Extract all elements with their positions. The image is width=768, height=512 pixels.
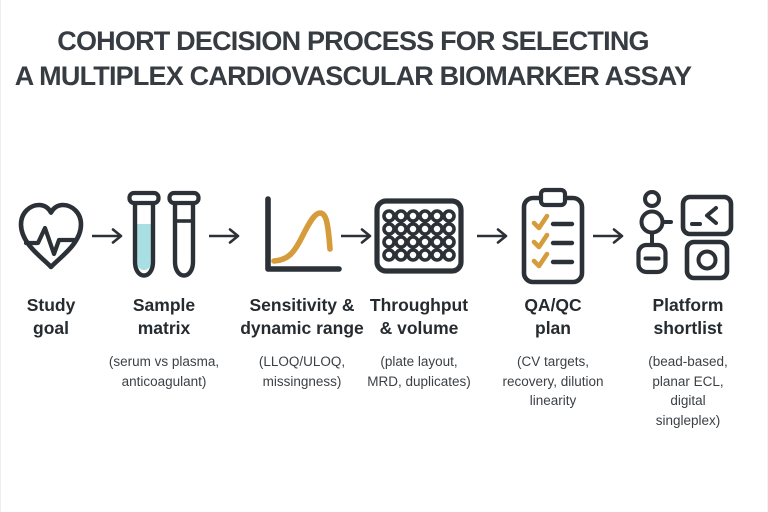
step-sublabel: (serum vs plasma, anticoagulant)	[108, 354, 220, 389]
flow-arrow-icon	[339, 225, 373, 247]
step-study-goal: Study goal	[1, 188, 101, 352]
dose-response-curve-icon	[220, 188, 384, 284]
step-sample-matrix: Sample matrix (serum vs plasma, anticoag…	[89, 188, 239, 391]
microplate-icon	[344, 188, 494, 284]
step-label: Platform shortlist	[652, 295, 724, 338]
step-label: Throughput & volume	[369, 295, 469, 338]
checklist-clipboard-icon	[471, 187, 635, 285]
step-sublabel: (LLOQ/ULOQ, missingness)	[258, 354, 346, 389]
test-tubes-icon	[89, 188, 239, 284]
step-sublabel: (bead-based, planar ECL, digital singlep…	[648, 354, 728, 428]
step-qa-qc-plan: QA/QC plan (CV targets, recovery, diluti…	[471, 187, 635, 411]
step-label: Sample matrix	[132, 295, 196, 338]
step-label: QA/QC plan	[524, 295, 582, 338]
step-sublabel: (CV targets, recovery, dilution linearit…	[502, 354, 604, 408]
platform-devices-icon	[613, 188, 763, 284]
step-sensitivity-dynamic-range: Sensitivity & dynamic range (LLOQ/ULOQ, …	[220, 188, 384, 391]
flow-arrow-icon	[207, 225, 241, 247]
flow-arrow-icon	[591, 225, 625, 247]
flow-arrow-icon	[475, 225, 509, 247]
heart-pulse-icon	[1, 188, 101, 284]
flow-arrow-icon	[90, 225, 124, 247]
step-sublabel: (plate layout, MRD, duplicates)	[367, 354, 471, 389]
step-label: Sensitivity & dynamic range	[240, 295, 364, 338]
step-platform-shortlist: Platform shortlist (bead-based, planar E…	[613, 188, 763, 430]
step-throughput-volume: Throughput & volume (plate layout, MRD, …	[344, 188, 494, 391]
page-title: COHORT DECISION PROCESS FOR SELECTING A …	[14, 26, 692, 91]
step-label: Study goal	[26, 295, 76, 338]
